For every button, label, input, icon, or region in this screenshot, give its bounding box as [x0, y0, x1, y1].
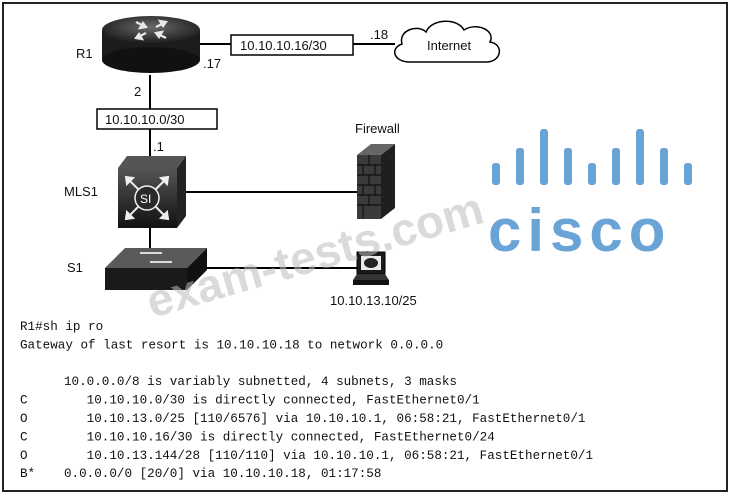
s1-label: S1 [67, 260, 83, 275]
cli-line-code: O [20, 449, 28, 463]
cli-line-code: B* [20, 467, 35, 481]
subnet-internet-label: 10.10.10.16/30 [240, 38, 327, 53]
cli-line-text: 10.10.10.16/30 is directly connected, Fa… [64, 430, 495, 444]
host-pc-icon [353, 251, 389, 285]
cli-line-code: C [20, 394, 28, 408]
cli-output: R1#sh ip ro Gateway of last resort is 10.… [20, 320, 593, 481]
mls1-label: MLS1 [64, 184, 98, 199]
mls-ip-label: .1 [153, 139, 164, 154]
cli-line-text: 10.10.13.0/25 [110/6576] via 10.10.10.1,… [64, 412, 585, 426]
firewall-icon [357, 144, 395, 219]
r1-mls-ip-label: 2 [134, 84, 141, 99]
cli-line-code: C [20, 430, 28, 444]
internet-cloud-icon [394, 20, 500, 63]
mls-symbol-label: SI [140, 192, 151, 206]
subnet-box-mls [96, 108, 218, 130]
exhibit-frame [2, 2, 728, 492]
cisco-logo: cisco [488, 129, 692, 264]
internet-ip-label: .18 [370, 27, 388, 42]
subnet-mls-label: 10.10.10.0/30 [105, 112, 185, 127]
cli-line-text: 10.10.10.0/30 is directly connected, Fas… [64, 394, 480, 408]
router-r1-icon [102, 16, 200, 73]
cli-line-text: 0.0.0.0/0 [20/0] via 10.10.10.18, 01:17:… [64, 467, 381, 481]
internet-label: Internet [427, 38, 471, 53]
cli-line-code: O [20, 412, 28, 426]
cli-line-code: R1#sh ip ro [20, 320, 103, 334]
cli-line-code: Gateway of last resort is 10.10.10.18 to… [20, 338, 443, 352]
firewall-label: Firewall [355, 121, 400, 136]
switch-s1-icon [105, 248, 207, 290]
subnet-box-internet [230, 34, 354, 56]
multilayer-switch-icon: SI [118, 156, 186, 228]
cli-line-text: 10.0.0.0/8 is variably subnetted, 4 subn… [64, 375, 457, 389]
cisco-logo-text: cisco [488, 197, 671, 264]
r1-label: R1 [76, 46, 93, 61]
r1-internet-ip-label: .17 [203, 56, 221, 71]
host-ip-label: 10.10.13.10/25 [330, 293, 417, 308]
cli-line-text: 10.10.13.144/28 [110/110] via 10.10.10.1… [64, 449, 593, 463]
